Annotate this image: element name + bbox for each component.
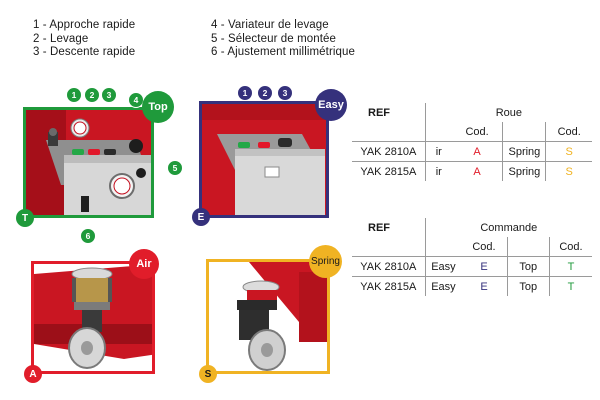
number-marker-2: 2 — [257, 85, 273, 101]
table-row: YAK 2810A Easy E Top T — [352, 256, 592, 277]
ref-cell: YAK 2810A — [352, 141, 426, 162]
spring-corner-badge: S — [199, 365, 217, 383]
spring-wheel-drawing — [209, 262, 327, 371]
air-wheel-illustration — [34, 264, 152, 371]
table-row: YAK 2815A Easy E Top T — [352, 276, 592, 296]
air-wheel-panel: Air A — [24, 249, 159, 383]
legend-item-3: 3 - Descente rapide — [33, 46, 136, 58]
ref-cell: YAK 2815A — [360, 165, 417, 178]
easy-badge: Easy — [315, 89, 347, 121]
top-corner-badge: T — [16, 209, 34, 227]
option-cell: Top — [506, 276, 550, 296]
legend-left: 1 - Approche rapide 2 - Levage 3 - Desce… — [33, 19, 135, 60]
table-header-row: REF Roue — [352, 103, 592, 122]
cod-header: Cod. — [545, 122, 592, 142]
number-marker-6: 6 — [80, 228, 96, 244]
table-subheader-row: Cod. Cod. — [352, 237, 592, 257]
air-corner-badge: A — [24, 365, 42, 383]
option-cell: Easy — [424, 276, 462, 296]
cod-header: Cod. — [548, 237, 592, 257]
spring-wheel-panel: Spring S — [199, 245, 342, 383]
code-cell: S — [545, 141, 592, 162]
option-cell: Spring — [502, 141, 546, 162]
table-subheader-row: Cod. Cod. — [352, 122, 592, 142]
ref-header: REF — [368, 106, 390, 119]
number-marker-3: 3 — [277, 85, 293, 101]
legend-item-2: 2 - Levage — [33, 32, 89, 45]
cod-header: Cod. — [461, 237, 508, 257]
table-row: YAK 2815A ir A Spring S — [352, 161, 592, 181]
code-cell: S — [545, 161, 592, 181]
ref-cell: YAK 2815A — [360, 280, 417, 293]
group-header: Roue — [424, 103, 592, 122]
top-control-panel: 1 2 3 4 5 6 Top T — [16, 87, 183, 244]
wheel-options-table: REF Roue Cod. Cod. YAK 2810A ir A Spring… — [352, 103, 592, 181]
option-cell: ir — [424, 141, 452, 162]
cod-header: Cod. — [451, 122, 503, 142]
legend-item-1: 1 - Approche rapide — [33, 19, 136, 31]
ref-header: REF — [368, 221, 390, 234]
option-cell: Top — [506, 256, 550, 277]
legend-item-4: 4 - Variateur de levage — [211, 19, 329, 31]
option-cell: Easy — [424, 256, 462, 277]
number-marker-1: 1 — [237, 85, 253, 101]
code-cell: E — [461, 256, 508, 277]
code-cell: T — [548, 276, 592, 296]
control-options-table: REF Commande Cod. Cod. YAK 2810A Easy E … — [352, 218, 592, 296]
option-cell: Spring — [502, 161, 546, 181]
air-wheel-drawing — [34, 264, 152, 371]
top-control-illustration — [26, 110, 151, 215]
top-badge: Top — [142, 91, 174, 123]
easy-control-panel: 1 2 3 Easy E — [192, 85, 347, 226]
top-control-drawing — [26, 110, 151, 215]
option-cell: ir — [424, 161, 452, 181]
ref-cell: YAK 2810A — [352, 256, 426, 277]
spring-badge: Spring — [309, 245, 342, 278]
legend-right: 4 - Variateur de levage 5 - Sélecteur de… — [211, 19, 355, 60]
easy-control-illustration — [202, 104, 326, 215]
legend-item-5: 5 - Sélecteur de montée — [211, 32, 337, 45]
easy-corner-badge: E — [192, 208, 210, 226]
table-header-row: REF Commande — [352, 218, 592, 237]
code-cell: E — [480, 280, 488, 293]
legend-item-6: 6 - Ajustement millimétrique — [211, 46, 356, 58]
number-marker-3: 3 — [101, 87, 117, 103]
code-cell: A — [451, 141, 503, 162]
code-cell: T — [548, 256, 592, 277]
number-marker-1: 1 — [66, 87, 82, 103]
number-marker-5: 5 — [167, 160, 183, 176]
group-header: Commande — [424, 218, 592, 237]
code-cell: A — [473, 165, 481, 178]
easy-control-drawing — [202, 104, 326, 215]
table-row: YAK 2810A ir A Spring S — [352, 141, 592, 162]
air-badge: Air — [129, 249, 159, 279]
number-marker-2: 2 — [84, 87, 100, 103]
spring-wheel-illustration — [209, 262, 327, 371]
